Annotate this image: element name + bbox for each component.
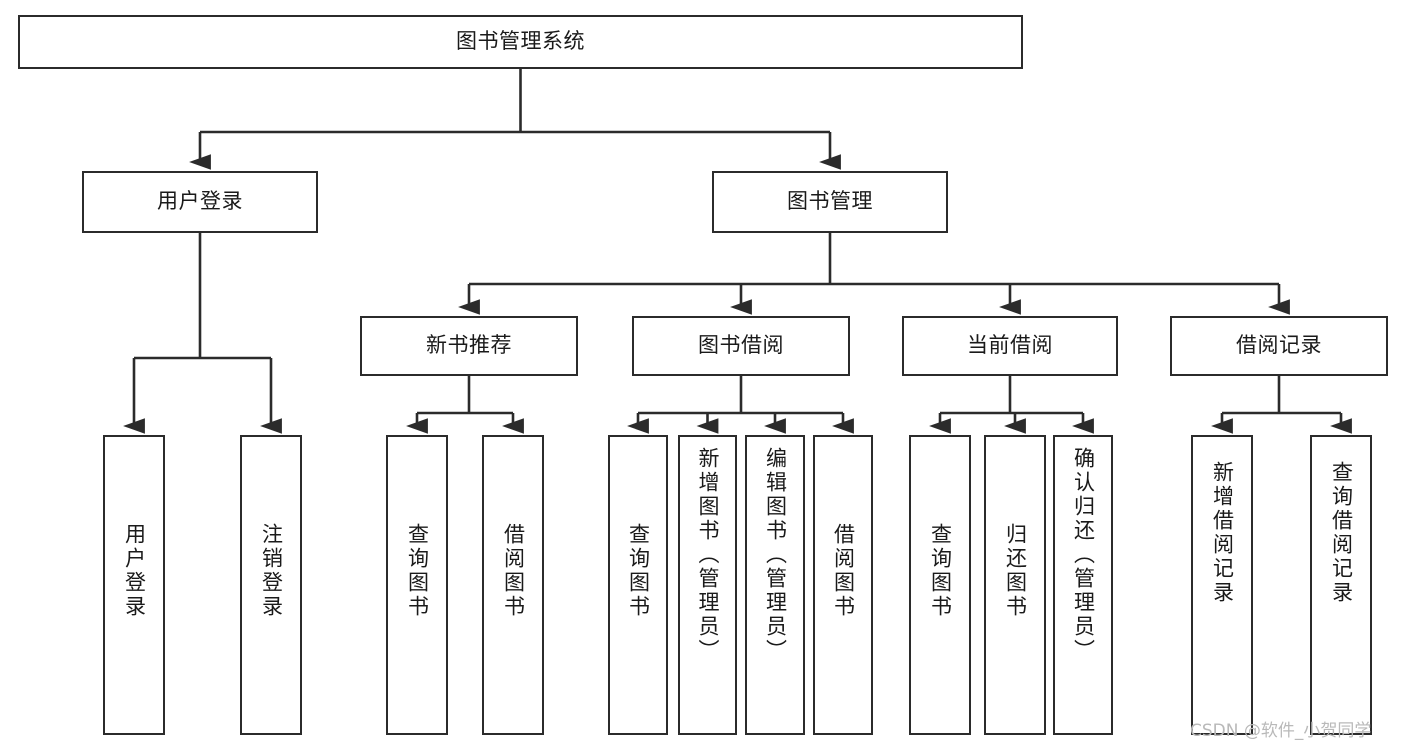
node-newbook[interactable]: 新书推荐 [360,316,578,376]
node-n-query[interactable]: 查询图书 [386,435,448,735]
node-label-records: 借阅记录 [1236,333,1322,358]
node-r-query[interactable]: 查询借阅记录 [1310,435,1372,735]
node-l-login[interactable]: 用户登录 [103,435,165,735]
node-label-bookmgmt: 图书管理 [787,189,873,214]
node-label-current: 当前借阅 [967,333,1053,358]
node-label-c-confirm: 确认归还（管理员） [1071,447,1096,663]
node-current[interactable]: 当前借阅 [902,316,1118,376]
node-label-root: 图书管理系统 [456,29,585,54]
node-label-r-query: 查询借阅记录 [1329,461,1354,605]
node-login[interactable]: 用户登录 [82,171,318,233]
node-label-b-add: 新增图书（管理员） [696,447,720,663]
node-b-query[interactable]: 查询图书 [608,435,668,735]
node-records[interactable]: 借阅记录 [1170,316,1388,376]
node-r-add[interactable]: 新增借阅记录 [1191,435,1253,735]
node-l-logout[interactable]: 注销登录 [240,435,302,735]
node-label-b-edit: 编辑图书（管理员） [763,447,788,663]
csdn-watermark: CSDN @软件_小贺同学 [1190,721,1372,741]
node-label-b-query: 查询图书 [626,523,651,619]
node-label-r-add: 新增借阅记录 [1210,461,1235,605]
node-label-c-return: 归还图书 [1003,523,1028,619]
node-label-borrow: 图书借阅 [698,333,784,358]
node-c-confirm[interactable]: 确认归还（管理员） [1053,435,1113,735]
node-c-return[interactable]: 归还图书 [984,435,1046,735]
node-c-query[interactable]: 查询图书 [909,435,971,735]
node-b-add[interactable]: 新增图书（管理员） [678,435,737,735]
node-label-c-query: 查询图书 [928,523,953,619]
node-borrow[interactable]: 图书借阅 [632,316,850,376]
node-label-n-query: 查询图书 [405,523,430,619]
node-label-b-lend: 借阅图书 [831,523,856,619]
node-b-lend[interactable]: 借阅图书 [813,435,873,735]
node-label-l-login: 用户登录 [122,523,147,619]
node-root[interactable]: 图书管理系统 [18,15,1023,69]
node-n-borrow[interactable]: 借阅图书 [482,435,544,735]
node-label-l-logout: 注销登录 [259,523,284,619]
node-bookmgmt[interactable]: 图书管理 [712,171,948,233]
node-label-newbook: 新书推荐 [426,333,512,358]
node-label-n-borrow: 借阅图书 [501,523,526,619]
node-label-login: 用户登录 [157,189,243,214]
node-b-edit[interactable]: 编辑图书（管理员） [745,435,805,735]
